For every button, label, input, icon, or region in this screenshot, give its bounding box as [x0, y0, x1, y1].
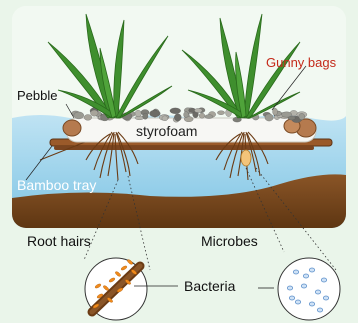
microbe — [321, 278, 326, 282]
pebble — [135, 110, 141, 117]
microbe — [315, 290, 320, 294]
microbe — [293, 270, 298, 274]
pebble — [170, 108, 181, 114]
microbe — [295, 300, 300, 304]
label-bamboo-tray: Bamboo tray — [17, 178, 96, 192]
pebble — [150, 110, 161, 117]
label-pebble: Pebble — [17, 89, 57, 102]
pebble — [194, 108, 202, 112]
root-hair-highlight — [241, 150, 251, 166]
pebble — [299, 113, 305, 119]
microbe — [287, 286, 292, 290]
pebble — [282, 112, 292, 117]
microbe — [301, 284, 306, 288]
pebble — [184, 112, 189, 118]
label-gunny-bags: Gunny bags — [266, 56, 336, 69]
label-styrofoam: styrofoam — [136, 124, 197, 138]
pebble — [84, 115, 92, 121]
pebble — [74, 112, 84, 119]
pebble — [199, 113, 205, 118]
pebble — [273, 108, 278, 115]
pebble — [91, 110, 99, 116]
label-root-hairs: Root hairs — [27, 234, 91, 248]
pebble — [265, 114, 273, 121]
microbe — [309, 268, 314, 272]
microbe — [323, 296, 328, 300]
pebble — [205, 115, 213, 119]
microbes-magnified-view — [278, 258, 340, 320]
microbe — [317, 308, 322, 312]
microbe — [309, 302, 314, 306]
microbe — [303, 274, 308, 278]
microbe — [289, 296, 294, 300]
pebble — [162, 116, 168, 121]
label-bacteria: Bacteria — [184, 279, 235, 293]
bacteria-magnified-view — [85, 258, 147, 320]
pebble — [143, 113, 148, 119]
pebble — [217, 111, 224, 115]
pebble — [174, 114, 181, 121]
label-microbes: Microbes — [201, 234, 258, 248]
